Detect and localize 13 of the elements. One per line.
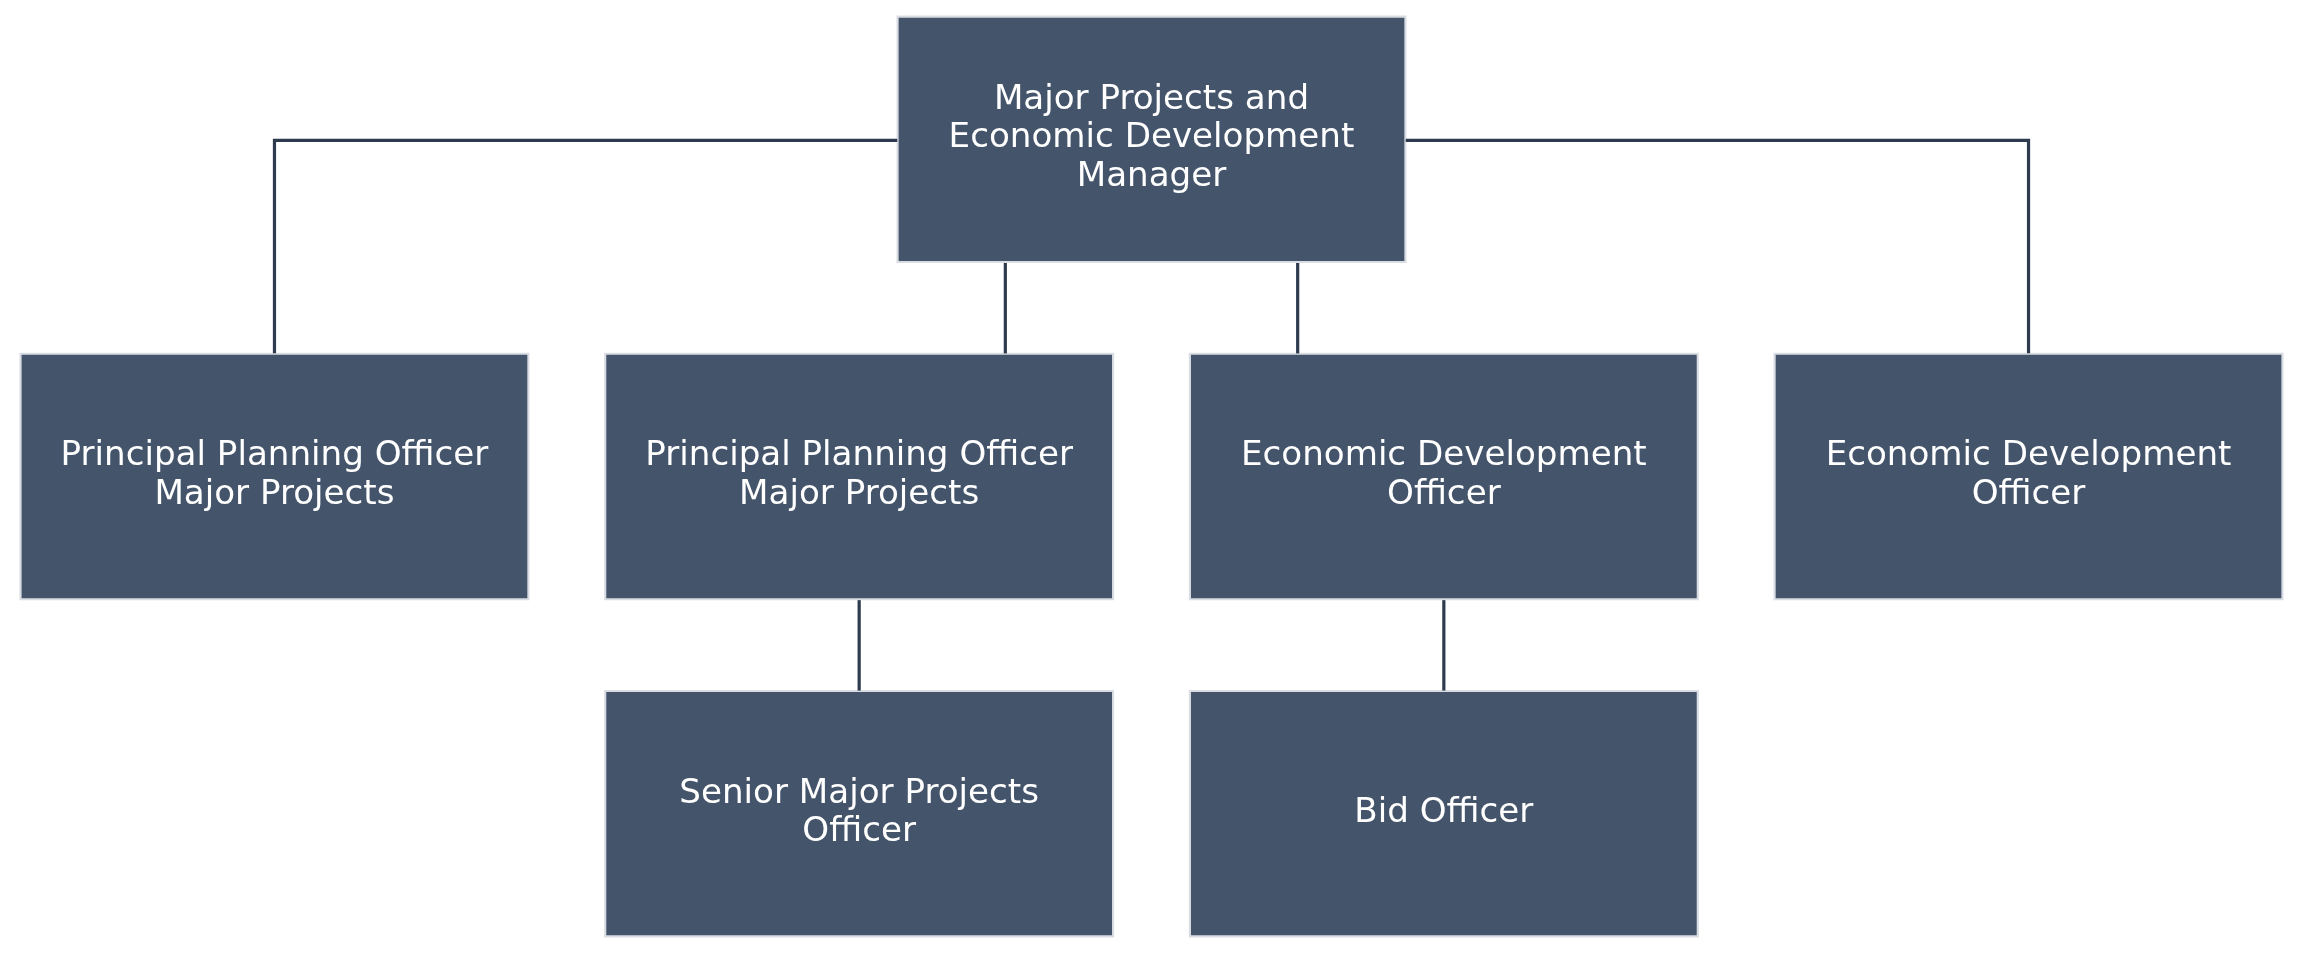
node-box: Economic Development Officer (1188, 352, 1699, 601)
connector (1442, 600, 1446, 691)
node-box: Major Projects and Economic Development Manager (896, 15, 1407, 264)
connector (857, 600, 861, 691)
connector (1003, 263, 1007, 354)
connector (1405, 138, 2031, 354)
node-box: Economic Development Officer (1773, 352, 2284, 601)
connector (272, 138, 898, 354)
connector (1296, 263, 1300, 354)
node-box: Bid Officer (1188, 689, 1699, 938)
node-box: Senior Major Projects Officer (604, 689, 1115, 938)
node-box: Principal Planning Officer Major Projects (604, 352, 1115, 601)
node-box: Principal Planning Officer Major Projects (19, 352, 530, 601)
